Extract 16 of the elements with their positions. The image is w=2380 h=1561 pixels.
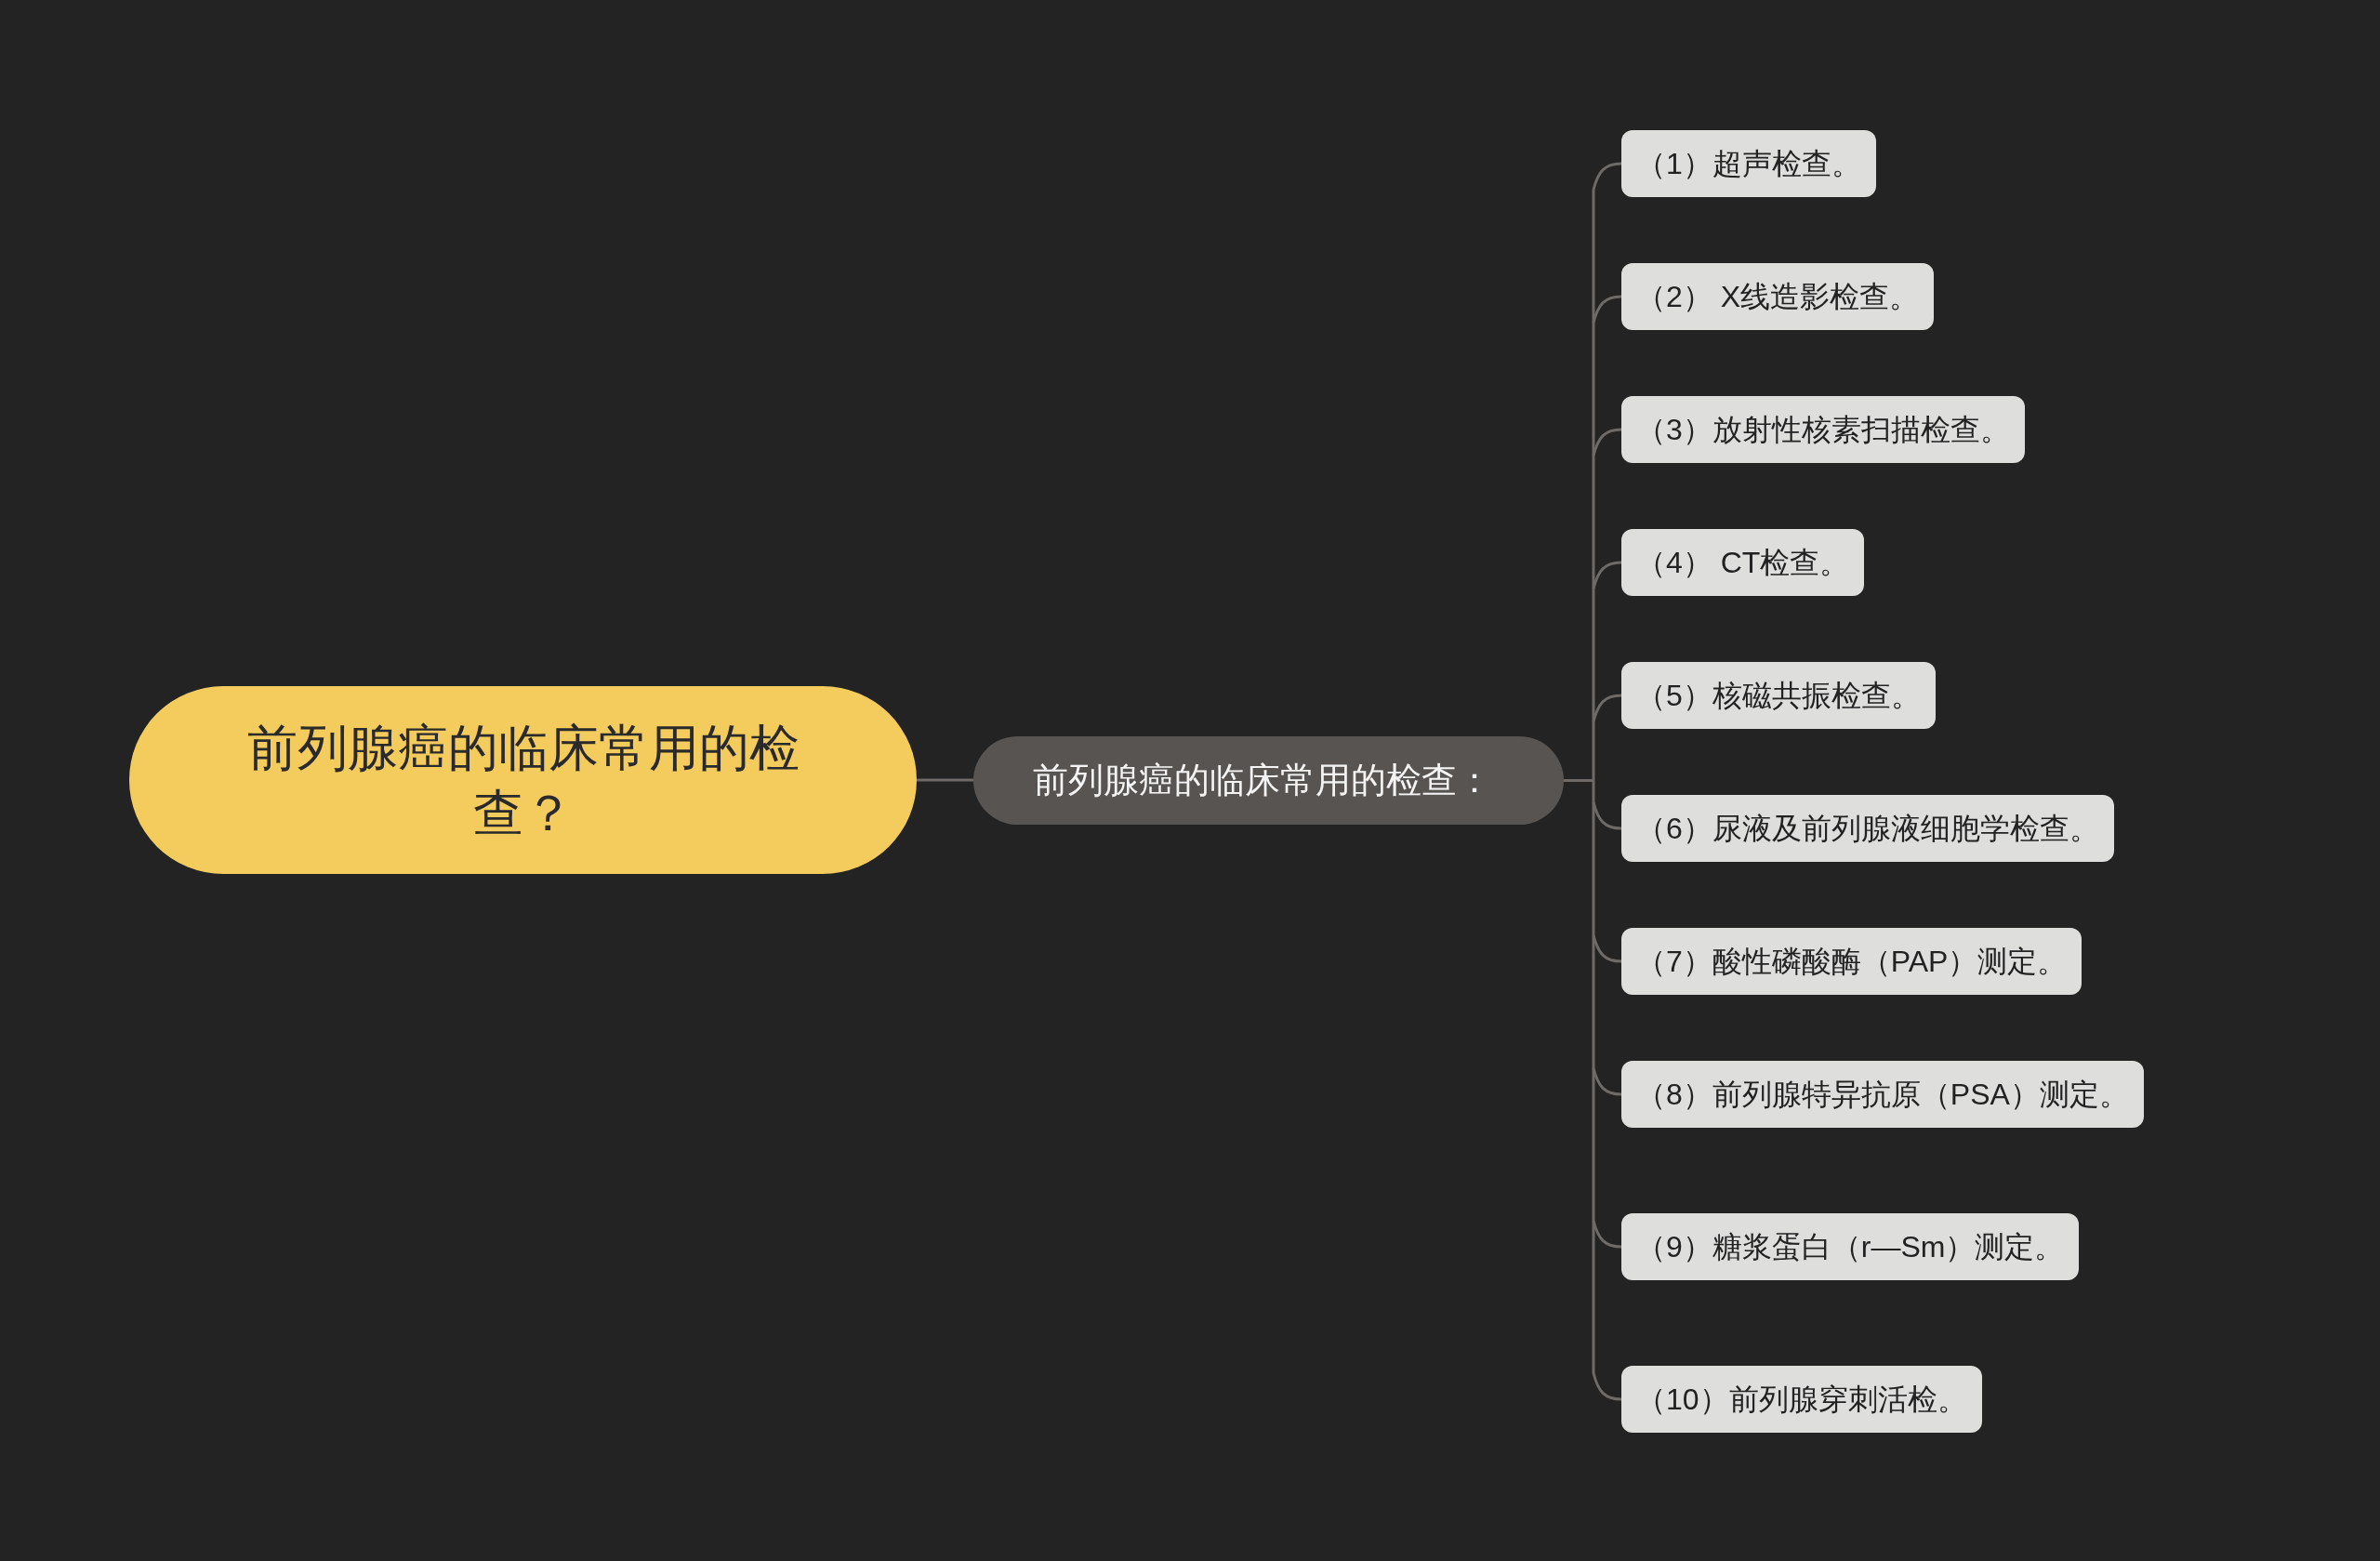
subtopic-box: （9）糖浆蛋白（r—Sm）测定。 [1621, 1213, 2080, 1280]
subtopic-box: （1）超声检查。 [1621, 130, 1876, 197]
connector-line [917, 778, 973, 782]
subtopic-box: （4） CT检查。 [1621, 529, 1865, 596]
subtopic-box: （3）放射性核素扫描检查。 [1621, 396, 2025, 463]
central-topic: 前列腺癌的临床常用的检查？ [129, 686, 917, 874]
subtopic-box: （2） X线造影检查。 [1621, 263, 1935, 330]
connector-line [1592, 162, 1622, 191]
connector-line [1562, 188, 1595, 1375]
subtopic-box: （6）尿液及前列腺液细胞学检查。 [1621, 795, 2114, 862]
subtopic-box: （10）前列腺穿刺活检。 [1621, 1366, 1982, 1433]
subtopic-box: （5）核磁共振检查。 [1621, 662, 1936, 729]
connector-line [1592, 1372, 1622, 1401]
subtopic-box: （8）前列腺特异抗原（PSA）测定。 [1621, 1061, 2144, 1128]
topic-box: 前列腺癌的临床常用的检查： [973, 736, 1564, 825]
subtopic-box: （7）酸性磷酸酶（PAP）测定。 [1621, 928, 2082, 995]
